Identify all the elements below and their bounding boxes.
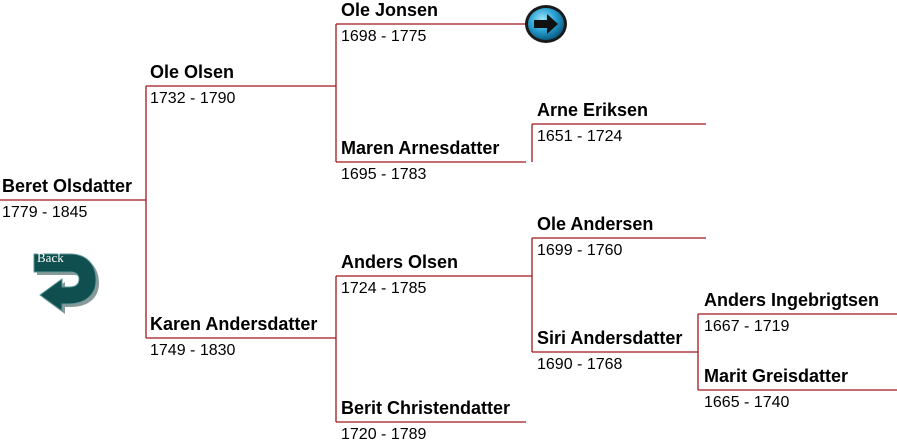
person-dates: 1699 - 1760	[537, 242, 623, 259]
person-name[interactable]: Arne Eriksen	[537, 100, 649, 120]
person-dates: 1732 - 1790	[150, 90, 236, 107]
person-dates: 1724 - 1785	[341, 280, 427, 297]
person-dates: 1665 - 1740	[704, 394, 790, 411]
person-name[interactable]: Maren Arnesdatter	[341, 138, 500, 158]
curved-arrow-back-icon	[33, 253, 99, 314]
person-name[interactable]: Karen Andersdatter	[150, 314, 318, 334]
right-arrow-circle-icon	[525, 5, 567, 43]
person-dates: 1690 - 1768	[537, 356, 623, 373]
person-dates: 1698 - 1775	[341, 28, 427, 45]
person-name[interactable]: Berit Christendatter	[341, 398, 511, 418]
person-dates: 1667 - 1719	[704, 318, 790, 335]
person-name[interactable]: Anders Olsen	[341, 252, 459, 272]
person-name[interactable]: Anders Ingebrigtsen	[704, 290, 880, 310]
person-name[interactable]: Ole Jonsen	[341, 0, 439, 20]
person-dates: 1651 - 1724	[537, 128, 623, 145]
forward-button[interactable]	[523, 3, 569, 45]
back-label[interactable]: Back	[37, 250, 64, 265]
person-dates: 1695 - 1783	[341, 166, 427, 183]
person-name[interactable]: Siri Andersdatter	[537, 328, 683, 348]
person-dates: 1779 - 1845	[2, 204, 88, 221]
person-name[interactable]: Beret Olsdatter	[2, 176, 133, 196]
person-name[interactable]: Marit Greisdatter	[704, 366, 849, 386]
person-name[interactable]: Ole Olsen	[150, 62, 235, 82]
back-button[interactable]: Back	[28, 248, 104, 318]
person-name[interactable]: Ole Andersen	[537, 214, 654, 234]
person-dates: 1720 - 1789	[341, 426, 427, 443]
person-dates: 1749 - 1830	[150, 342, 236, 359]
